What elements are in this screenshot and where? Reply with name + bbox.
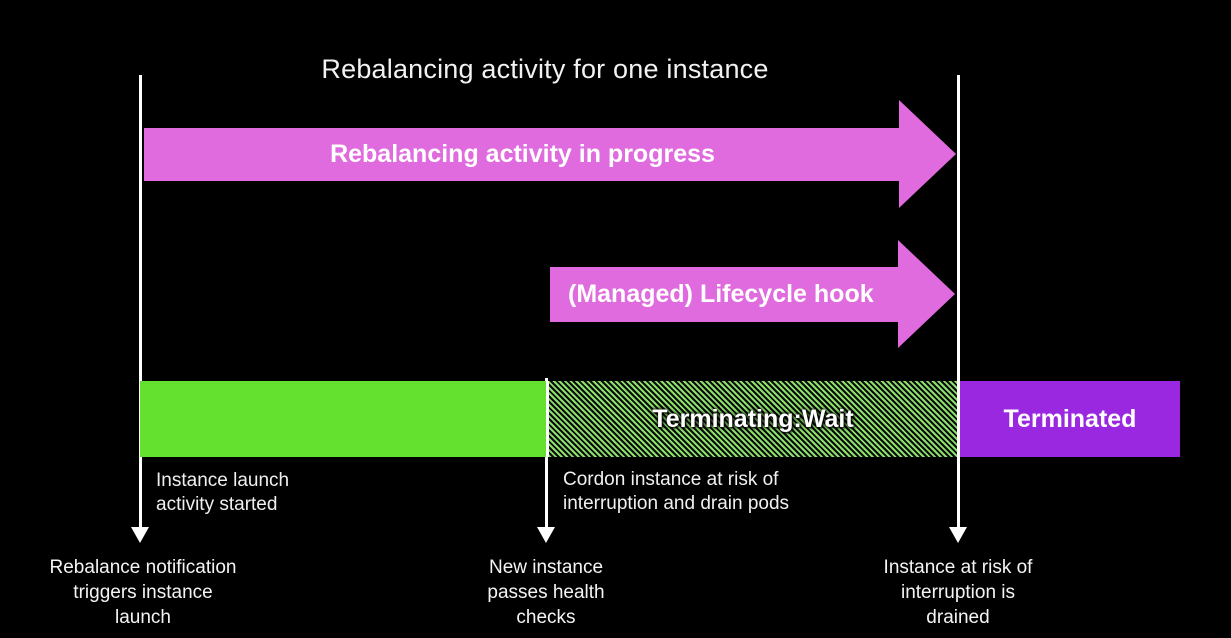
annotation-instance-launch-activity-started: Instance launch activity started xyxy=(156,470,290,515)
caption-rebalance-notification-triggers-instance-launch: Rebalance notification triggers instance… xyxy=(49,557,237,628)
arrow-head-icon xyxy=(898,240,955,348)
arrow-shaft xyxy=(144,128,901,181)
timeline-rule-left xyxy=(139,75,142,530)
arrow-label-rebalancing-activity-in-progress: Rebalancing activity in progress xyxy=(330,140,715,168)
state-label-terminated: Terminated xyxy=(1003,404,1137,433)
arrow-managed-lifecycle-hook: (Managed) Lifecycle hook xyxy=(550,240,956,348)
arrow-shaft xyxy=(550,267,900,322)
arrow-rebalancing-activity-in-progress: Rebalancing activity in progress xyxy=(144,100,956,208)
state-bar-terminated: Terminated xyxy=(960,381,1180,457)
caption-new-instance-passes-health-checks: New instance passes health checks xyxy=(487,557,605,628)
state-bar-terminating-wait: Terminating:Wait xyxy=(546,381,960,457)
arrow-label-managed-lifecycle-hook: (Managed) Lifecycle hook xyxy=(568,280,874,308)
timeline-rule-right xyxy=(957,75,960,530)
state-label-terminating-wait: Terminating:Wait xyxy=(652,404,854,433)
page-title: Rebalancing activity for one instance xyxy=(321,54,769,84)
timeline-arrowhead-middle-icon xyxy=(537,527,555,543)
timeline-arrowhead-right-icon xyxy=(949,527,967,543)
caption-instance-at-risk-of-interruption-is-drained: Instance at risk of interruption is drai… xyxy=(883,557,1033,628)
timeline-arrowhead-left-icon xyxy=(131,527,149,543)
arrow-head-icon xyxy=(899,100,956,208)
annotation-cordon-instance-drain-pods: Cordon instance at risk of interruption … xyxy=(563,469,790,514)
state-bar-in-service xyxy=(140,381,546,457)
